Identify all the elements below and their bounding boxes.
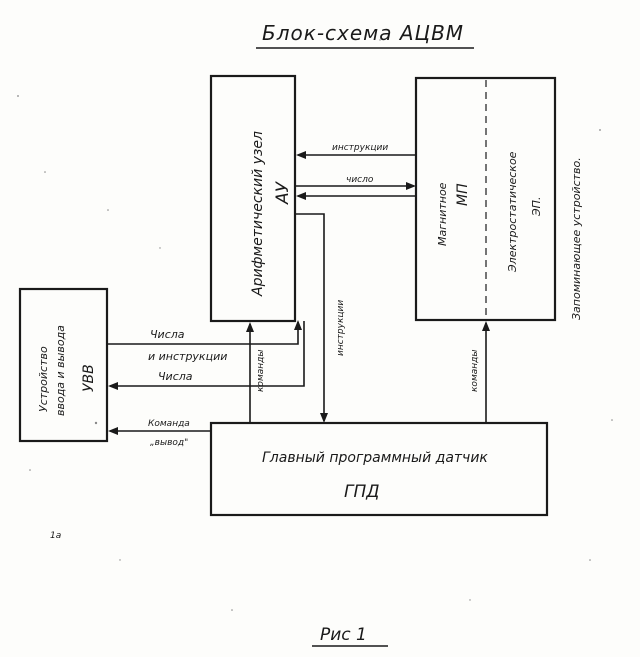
electro-label: Электростатическое xyxy=(506,151,519,273)
uvv-abbr-label: УВВ xyxy=(81,364,97,392)
instructions-vertical-label: инструкции xyxy=(336,300,346,356)
commands-au-label: команды xyxy=(256,350,266,392)
diagram-title: Блок-схема АЦВМ xyxy=(262,21,464,45)
numbers-lower-line xyxy=(110,321,305,387)
numbers-lower-label: Числа xyxy=(158,370,193,383)
instructions-vertical-arrowhead xyxy=(320,413,328,423)
gpd-block: Главный программный датчик ГПД xyxy=(209,421,549,517)
gpd-name-label: Главный программный датчик xyxy=(262,450,488,466)
instructions-vertical-line xyxy=(296,213,325,421)
instructions-top-label: инструкции xyxy=(332,143,388,153)
uvv-box xyxy=(18,287,109,443)
stray-mark: 1а xyxy=(50,531,61,541)
command-output-arrowhead xyxy=(108,427,118,435)
figure-caption: Рис 1 xyxy=(320,625,367,645)
au-abbr-label: АУ xyxy=(273,180,293,205)
number-arrowhead-left xyxy=(296,192,306,200)
electro-abbr-label: ЭП. xyxy=(530,197,543,217)
numbers-upper-label: Числа xyxy=(150,328,185,341)
output-label: „вывод" xyxy=(150,438,188,448)
command-label: Команда xyxy=(148,419,190,429)
au-memory-links: инструкции число xyxy=(296,143,416,200)
uvv-block: Устройство ввода и вывода УВВ xyxy=(18,287,109,443)
memory-box xyxy=(414,76,557,322)
uvv-name-line2: ввода и вывода xyxy=(54,325,67,416)
gpd-box xyxy=(209,421,549,517)
memory-side-label: Запоминающее устройство. xyxy=(570,157,583,320)
numbers-lower-arrowhead xyxy=(108,382,118,390)
uvv-name-line1: Устройство xyxy=(37,346,50,412)
commands-mem-label: команды xyxy=(470,350,480,392)
commands-mem-arrowhead xyxy=(482,321,490,331)
number-arrowhead-right xyxy=(406,182,416,190)
paper-specks xyxy=(17,39,613,611)
and-instructions-label: и инструкции xyxy=(148,350,227,363)
numbers-instructions-arrowhead xyxy=(294,320,302,330)
memory-block: Магнитное МП Электростатическое ЭП. Запо… xyxy=(414,76,583,322)
magnetic-label: Магнитное xyxy=(436,182,449,246)
au-box xyxy=(209,74,297,323)
au-block: Арифметический узел АУ xyxy=(209,74,297,323)
gpd-links: команды инструкции команды Команда „выво… xyxy=(108,213,490,448)
number-label: число xyxy=(346,175,374,185)
gpd-abbr-label: ГПД xyxy=(344,482,380,502)
instructions-arrowhead xyxy=(296,151,306,159)
au-name-label: Арифметический узел xyxy=(250,131,266,297)
au-uvv-links: Числа и инструкции Числа xyxy=(107,320,305,390)
magnetic-abbr-label: МП xyxy=(455,183,471,206)
commands-au-arrowhead xyxy=(246,322,254,332)
numbers-instructions-line xyxy=(107,322,299,345)
